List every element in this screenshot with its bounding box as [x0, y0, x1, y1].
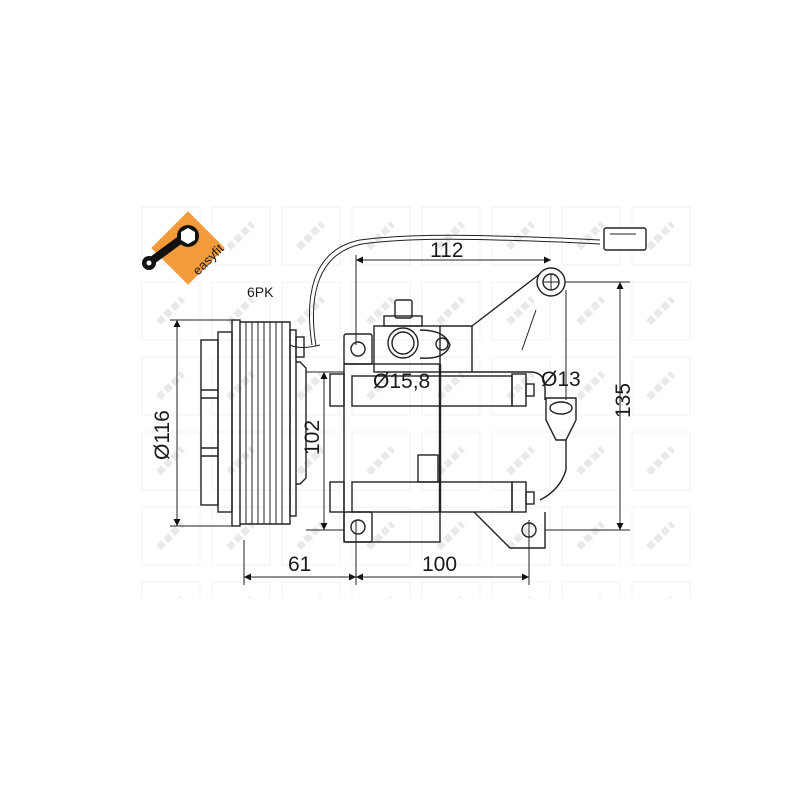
dim-61: 61 [288, 553, 311, 576]
dim-112: 112 [430, 239, 463, 262]
dim-port-small: Ø13 [541, 368, 581, 391]
dimension-lines [170, 255, 630, 585]
badge-diamond [151, 211, 225, 285]
cable-connector [289, 227, 647, 348]
watermark-pattern [141, 206, 691, 641]
easyfit-badge: easyfit [142, 211, 227, 285]
belt-type-label: 6PK [247, 284, 274, 300]
dimension-labels: 112 Ø116 102 Ø15,8 Ø13 135 61 100 [151, 239, 635, 576]
dim-135: 135 [612, 383, 635, 418]
dim-100: 100 [422, 553, 457, 576]
dim-pulley-diameter: Ø116 [151, 410, 174, 460]
dim-port-large: Ø15,8 [373, 370, 430, 393]
wrench-hex-icon [142, 225, 199, 270]
compressor-body [329, 267, 577, 549]
pulley [200, 319, 307, 527]
dim-102: 102 [301, 420, 324, 455]
